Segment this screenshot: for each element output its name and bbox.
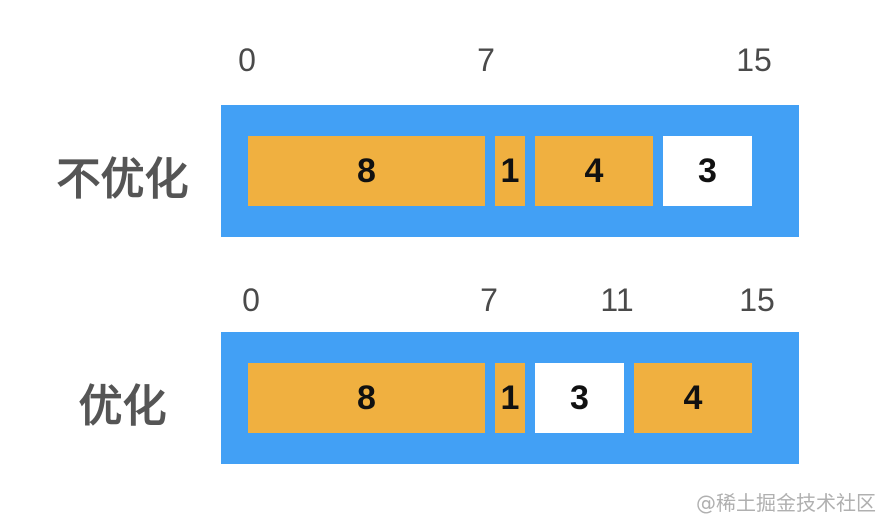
row-label-optimized: 优化: [78, 381, 167, 432]
memory-block: 8: [248, 363, 485, 433]
memory-block: 1: [495, 363, 525, 433]
memory-track-optimized: 8 1 3 4: [221, 332, 799, 464]
watermark: @稀土掘金技术社区: [696, 491, 876, 515]
tick-label: 15: [736, 42, 772, 78]
tick-label: 0: [238, 42, 256, 78]
memory-block: 8: [248, 136, 485, 206]
memory-block: 4: [535, 136, 653, 206]
memory-track-unoptimized: 8 1 4 3: [221, 105, 799, 237]
tick-label: 11: [600, 282, 634, 318]
row-label-unoptimized: 不优化: [56, 154, 189, 205]
memory-block: 4: [634, 363, 752, 433]
tick-label: 7: [480, 282, 498, 318]
tick-label: 0: [242, 282, 260, 318]
memory-block: 3: [535, 363, 624, 433]
tick-label: 15: [739, 282, 775, 318]
memory-block: 3: [663, 136, 752, 206]
tick-label: 7: [477, 42, 495, 78]
memory-block: 1: [495, 136, 525, 206]
